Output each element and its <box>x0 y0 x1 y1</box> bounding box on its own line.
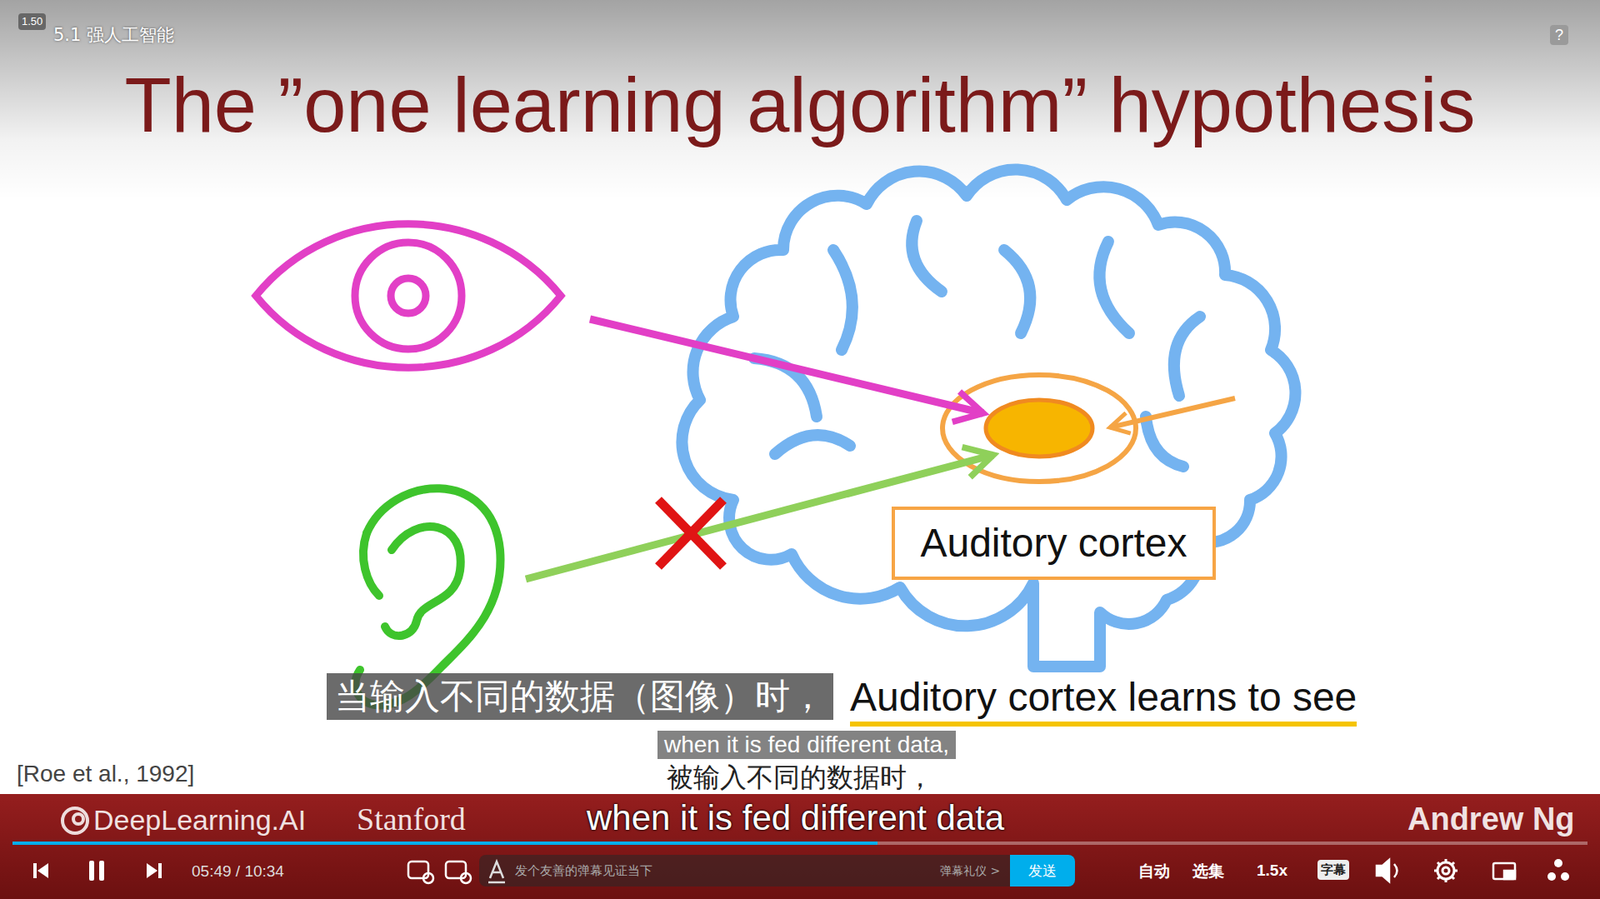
watermark: DeepLearning.AI <box>93 801 306 839</box>
subtitle-en: when it is fed different data <box>586 798 1005 839</box>
danmaku-icon <box>408 861 429 879</box>
help-icon: ? <box>1550 25 1569 45</box>
control-label: 自动 <box>1138 860 1170 882</box>
sound-wave <box>1394 864 1398 878</box>
eye-pupil <box>390 278 426 314</box>
slide-caption: Auditory cortex learns to see <box>850 675 1357 727</box>
eye-iris <box>355 242 462 350</box>
control-label: 1.5x <box>1256 860 1288 882</box>
danmaku-icon-badge <box>460 873 471 884</box>
font-underline <box>488 881 505 885</box>
danmaku-toggles <box>408 861 471 884</box>
input-placeholder: 发个友善的弹幕见证当下 <box>515 861 653 880</box>
volume-icon <box>1376 860 1398 882</box>
brain-fold <box>775 435 850 455</box>
speed-badge: 1.50 <box>18 13 46 30</box>
subtitle-zh: 当输入不同的数据（图像）时， <box>326 673 834 720</box>
brain-outline <box>681 169 1295 667</box>
eye-outline <box>255 224 561 369</box>
next-bar <box>158 863 162 879</box>
cross-mark <box>658 500 724 567</box>
cortex-core <box>985 400 1093 457</box>
cross-stroke <box>658 500 724 567</box>
window-inset <box>1504 870 1515 880</box>
font-icon <box>488 861 505 883</box>
etiquette-link: 弹幕礼仪 > <box>940 861 1000 880</box>
label-box: Auditory cortex <box>891 506 1216 580</box>
subtitle-toggle: 字幕 <box>1317 860 1350 880</box>
control-label: 选集 <box>1192 860 1225 882</box>
font-glyph <box>490 861 504 879</box>
watermark: Andrew Ng <box>1407 800 1575 839</box>
pause-bar <box>99 860 105 881</box>
eye-icon <box>255 224 561 369</box>
watermark: Stanford <box>356 800 466 839</box>
danmaku-icon <box>445 861 466 879</box>
gear-hub <box>1442 867 1450 875</box>
brain-fold <box>833 250 853 350</box>
brain-fold <box>1099 241 1130 334</box>
send-label: 发送 <box>1028 860 1057 881</box>
more-dot <box>1547 872 1556 881</box>
input-arrow <box>1110 398 1235 428</box>
gear-teeth <box>1434 859 1458 883</box>
brain-fold <box>1145 416 1184 467</box>
pause-bar <box>89 860 95 881</box>
settings-icon <box>1434 859 1458 883</box>
episode-title: 5.1 强人工智能 <box>53 23 175 47</box>
slide-title: The ”one learning algorithm” hypothesis <box>0 61 1600 149</box>
ear-lobe <box>363 533 380 596</box>
cortex-region <box>942 375 1136 482</box>
next-triangle <box>146 863 158 879</box>
time-display: 05:49 / 10:34 <box>191 861 285 882</box>
subtitle-en: when it is fed different data, <box>657 730 956 760</box>
more-icon <box>1547 859 1570 881</box>
prev-triangle <box>37 863 49 879</box>
pause-icon <box>89 860 105 881</box>
brain-fold <box>911 220 942 292</box>
window-frame <box>1493 863 1515 880</box>
subtitle-zh: 被输入不同的数据时， <box>666 761 934 794</box>
brain-fold <box>1174 316 1200 396</box>
title-text: The ”one learning algorithm” hypothesis <box>124 62 1475 148</box>
danmaku-icon-badge <box>423 873 434 884</box>
window-icon <box>1493 863 1515 880</box>
speaker <box>1376 860 1390 882</box>
box-label: Auditory cortex <box>920 518 1187 569</box>
next-icon <box>146 863 162 879</box>
logo-dot <box>73 814 84 825</box>
prev-icon <box>33 863 49 879</box>
eye-arrow <box>590 319 984 414</box>
cross-stroke <box>658 500 724 567</box>
brain-fold <box>1004 250 1030 334</box>
logo-mark <box>62 808 88 834</box>
prev-bar <box>33 863 37 879</box>
more-dot <box>1554 859 1563 868</box>
logo-ring <box>62 808 88 834</box>
citation: [Roe et al., 1992] <box>16 760 195 789</box>
progress-played <box>12 841 878 845</box>
more-dot <box>1560 872 1570 881</box>
brain-shape <box>681 169 1295 667</box>
ear-inner <box>385 526 461 636</box>
